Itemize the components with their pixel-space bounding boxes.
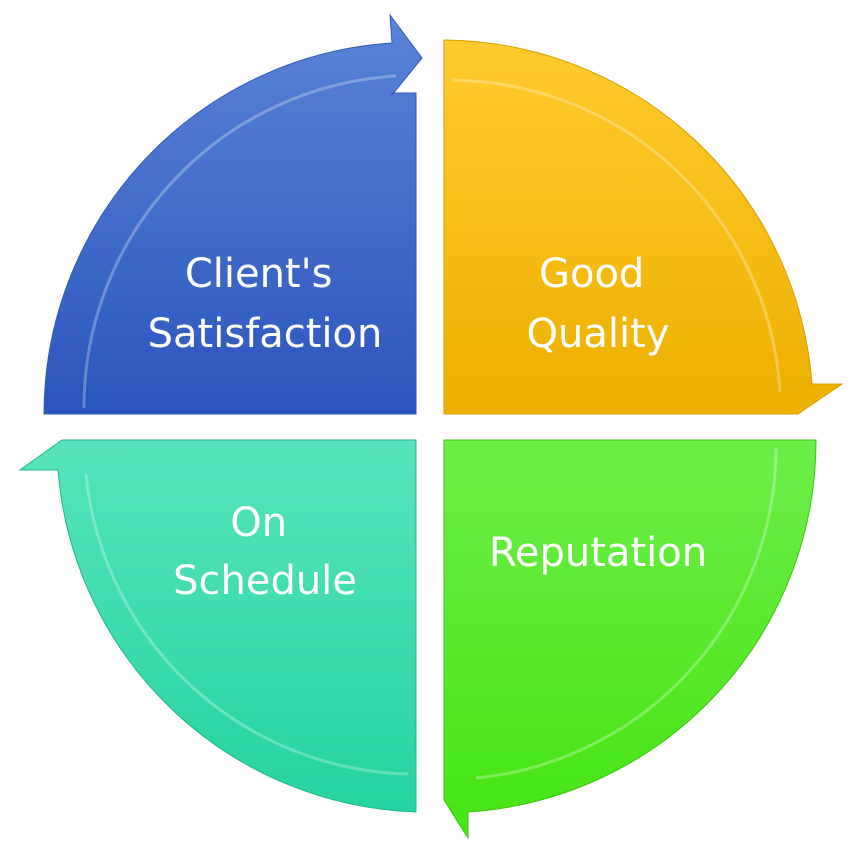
segment-client-satisfaction-line-1: Client's	[185, 251, 333, 297]
segment-on-schedule-label: On Schedule	[173, 500, 357, 604]
segment-reputation-shape	[443, 439, 817, 840]
segment-client-satisfaction-highlight	[82, 74, 397, 409]
segment-on-schedule: On Schedule	[18, 439, 417, 813]
segment-client-satisfaction-shape	[43, 13, 423, 415]
segment-good-quality-label: Good Quality	[527, 251, 670, 357]
segment-client-satisfaction-line-2: Satisfaction	[148, 311, 383, 357]
segment-good-quality-line-1: Good	[539, 251, 644, 297]
segment-reputation-line-1: Reputation	[489, 530, 707, 576]
segment-good-quality-highlight	[451, 78, 782, 393]
segment-reputation: Reputation	[443, 439, 817, 840]
segment-on-schedule-line-1: On	[230, 500, 287, 546]
segment-good-quality-shape	[443, 39, 844, 415]
segment-client-satisfaction-label: Client's Satisfaction	[148, 251, 383, 357]
segment-good-quality: Good Quality	[443, 39, 844, 415]
segment-on-schedule-shape	[18, 439, 417, 813]
segment-on-schedule-line-2: Schedule	[173, 558, 357, 604]
segment-reputation-label: Reputation	[489, 530, 707, 576]
segment-on-schedule-highlight	[84, 473, 409, 776]
segment-reputation-highlight	[475, 447, 778, 780]
segment-good-quality-line-2: Quality	[527, 311, 670, 357]
segment-client-satisfaction: Client's Satisfaction	[43, 13, 423, 415]
